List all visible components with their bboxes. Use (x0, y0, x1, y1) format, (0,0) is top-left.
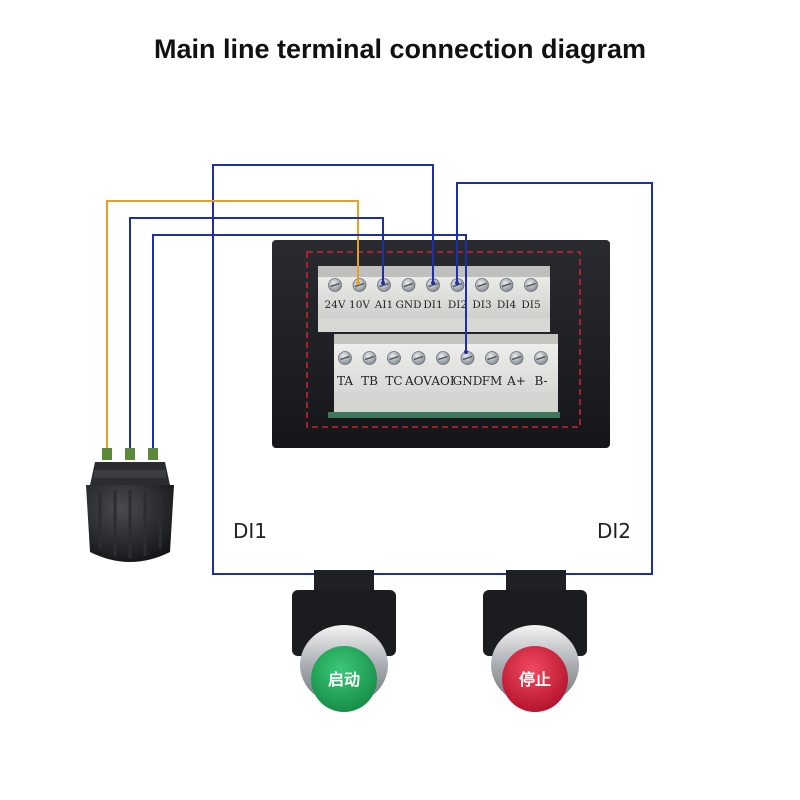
terminal-label-bottom_row-2: TC (385, 374, 402, 388)
start-button-cap[interactable] (311, 646, 377, 712)
screw-slot (526, 282, 536, 288)
terminal-label-bottom_row-0: TA (337, 374, 353, 388)
wire-pot-10v (106, 200, 359, 450)
terminal-label-bottom_row-3: AOV (404, 374, 432, 388)
screw-slot (403, 282, 414, 288)
wire-di2 (456, 182, 653, 575)
screw-slot (340, 355, 350, 361)
terminal-label-bottom_row-1: TB (361, 374, 378, 388)
terminal-label-top_row-1: 10V (349, 299, 370, 311)
screw-slot (536, 355, 546, 361)
wire-di1 (212, 164, 434, 575)
wire-terminations (356, 281, 468, 354)
terminal-label-bottom_row-8: B- (534, 374, 547, 388)
screw-slot (364, 355, 375, 361)
wire-pot-gnd (152, 234, 467, 450)
terminal-label-top_row-2: AI1 (374, 299, 393, 311)
wires (106, 164, 653, 575)
terminal-label-bottom_row-5: GND (453, 374, 483, 388)
terminal-label-top_row-6: DI3 (472, 299, 491, 311)
label-di1: DI1 (233, 519, 268, 543)
terminal-label-bottom_row-6: FM (482, 374, 503, 388)
terminal-label-top_row-0: 24V (325, 299, 346, 311)
screw-slot (438, 355, 448, 361)
screw-slot (477, 282, 487, 288)
terminal-label-top_row-7: DI4 (497, 299, 517, 311)
terminal-boundary-dashed (306, 251, 581, 428)
terminal-label-bottom_row-4: AOI (430, 374, 455, 388)
terminal-label-top_row-8: DI5 (521, 299, 540, 311)
screw-slot (413, 355, 424, 361)
terminal-label-top_row-4: DI1 (423, 299, 442, 311)
stop-button-cap[interactable] (502, 646, 568, 712)
start-button[interactable]: 启动 (292, 570, 396, 712)
potentiometer (86, 448, 174, 562)
terminal-label-bottom_row-7: A+ (506, 374, 526, 388)
screw-slot (452, 282, 463, 288)
screw-slot (462, 355, 473, 361)
start-button-label: 启动 (328, 670, 360, 689)
screw-slot (487, 355, 497, 361)
terminal-label-top_row-5: DI2 (448, 299, 467, 311)
wire-pot-ai1 (129, 217, 384, 450)
screw-slot (389, 355, 399, 361)
stop-button[interactable]: 停止 (483, 570, 587, 712)
screw-slot (511, 355, 522, 361)
screw-slot (501, 282, 512, 288)
label-di2: DI2 (597, 519, 632, 543)
screw-slot (330, 282, 340, 288)
diagram-title: Main line terminal connection diagram (153, 34, 647, 64)
screw-slot (354, 282, 365, 288)
screw-slot (379, 282, 389, 288)
stop-button-label: 停止 (519, 670, 551, 689)
terminal-label-top_row-3: GND (396, 299, 422, 311)
